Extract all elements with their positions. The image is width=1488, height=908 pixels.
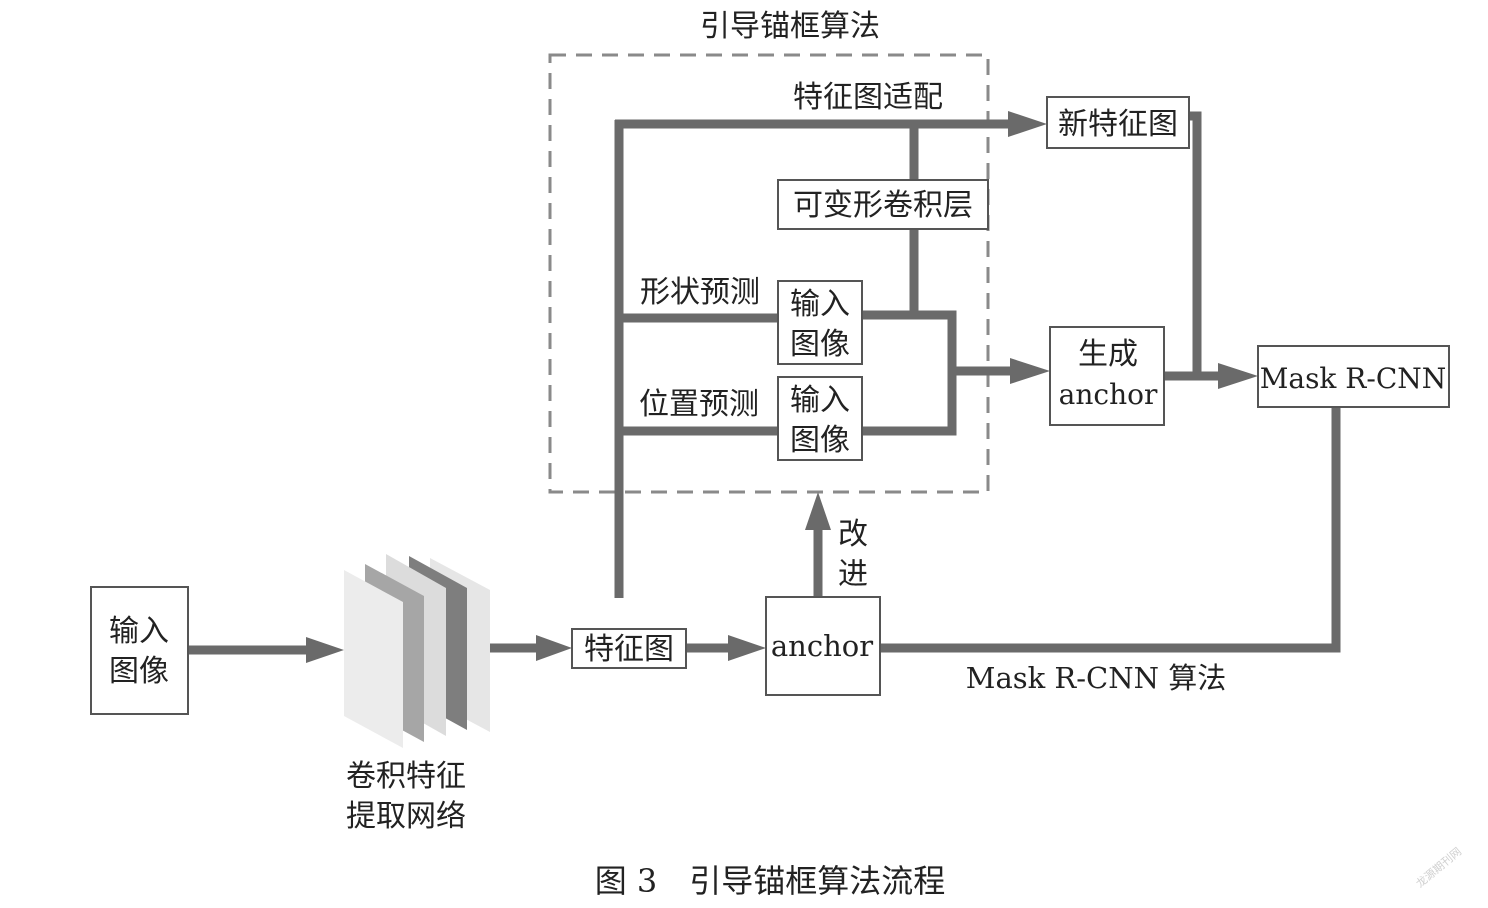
conv-network-label-line1: 卷积特征: [346, 759, 466, 794]
arrow-input-to-conv: [306, 637, 344, 663]
generate-anchor-label-line1: 生成: [1078, 337, 1138, 372]
feature-map-box: [571, 628, 687, 669]
shape-input-label-line2: 图像: [790, 327, 850, 362]
mask-rcnn-box: [1257, 345, 1450, 408]
anchor-box: [765, 596, 881, 696]
location-input-label-line1: 输入: [790, 383, 850, 418]
shape-pred-label: 形状预测: [640, 275, 760, 310]
edge-mask-rcnn-algo: [880, 407, 1341, 653]
edge-newfeature-down: [1189, 111, 1202, 376]
deformable-conv-box: [777, 179, 989, 230]
input-image-label-line1: 输入: [109, 614, 169, 649]
arrow-improve: [805, 492, 831, 530]
conv-network-icon: [344, 554, 490, 748]
edge-pred-merge: [862, 310, 957, 436]
arrow-feature-to-anchor: [728, 635, 766, 661]
arrow-merge-to-generate: [1010, 358, 1050, 384]
arrow-generate-to-mask: [1218, 363, 1258, 389]
feature-map-label: 特征图: [584, 632, 674, 667]
shape-input-label-line1: 输入: [790, 287, 850, 322]
new-feature-map-box: [1046, 96, 1190, 149]
location-input-box: [777, 376, 863, 461]
location-pred-label: 位置预测: [639, 387, 759, 422]
improve-label-line1: 改: [838, 517, 868, 552]
anchor-label: anchor: [771, 629, 873, 663]
improve-label-line2: 进: [838, 557, 868, 592]
generate-anchor-label-line2: anchor: [1059, 378, 1158, 411]
arrow-conv-to-feature: [536, 635, 572, 661]
generate-anchor-box: [1049, 326, 1165, 426]
guided-anchor-group-frame: [548, 53, 990, 494]
deformable-conv-label: 可变形卷积层: [793, 188, 973, 223]
mask-rcnn-label: Mask R-CNN: [1260, 362, 1447, 395]
arrow-feature-adapt: [1008, 111, 1047, 137]
group-title: 引导锚框算法: [700, 9, 880, 44]
watermark-text: 龙源期刊网: [1413, 844, 1464, 890]
conv-layer-0: [344, 570, 403, 748]
input-image-box: [90, 586, 189, 715]
conv-network-label-line2: 提取网络: [346, 799, 466, 834]
new-feature-map-label: 新特征图: [1058, 107, 1178, 142]
mask-rcnn-algo-label: Mask R-CNN 算法: [966, 661, 1226, 695]
shape-input-box: [777, 280, 863, 365]
figure-caption: 图 3 引导锚框算法流程: [595, 862, 946, 900]
feature-adapt-label: 特征图适配: [793, 80, 943, 115]
input-image-label-line2: 图像: [109, 654, 169, 689]
location-input-label-line2: 图像: [790, 423, 850, 458]
